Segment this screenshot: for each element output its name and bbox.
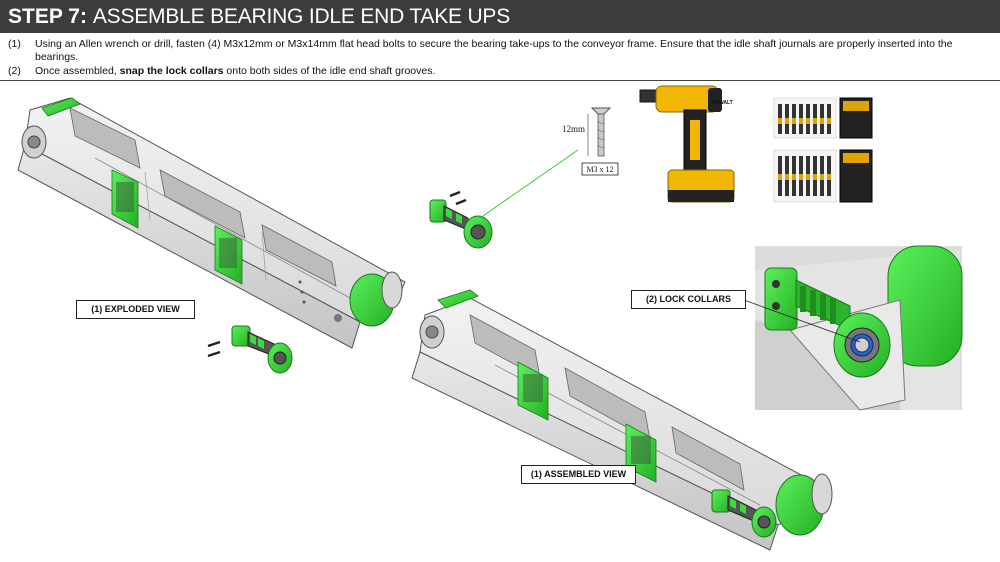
step-text: Using an Allen wrench or drill, fasten (… — [35, 38, 953, 63]
assembled-view-callout: (1) ASSEMBLED VIEW — [521, 465, 636, 484]
drill-image: DEWALT — [639, 85, 735, 203]
screw-size-label: M3 x 12 — [586, 165, 613, 174]
bit-set-image — [773, 97, 873, 203]
step-number: (1) — [8, 38, 21, 50]
page-title: STEP 7: ASSEMBLE BEARING IDLE END TAKE U… — [8, 4, 510, 29]
instruction-list: (1) Using an Allen wrench or drill, fast… — [8, 38, 993, 80]
assembled-conveyor — [411, 289, 833, 551]
drill-brand: DEWALT — [712, 100, 733, 106]
step-text-after: onto both sides of the idle end shaft gr… — [223, 65, 436, 77]
step-title: ASSEMBLE BEARING IDLE END TAKE UPS — [92, 5, 511, 28]
step-text-before: Once assembled, — [35, 65, 120, 77]
lock-collars-callout: (2) LOCK COLLARS — [631, 290, 746, 309]
exploded-take-up — [207, 325, 293, 374]
step-label: STEP 7: — [8, 5, 87, 28]
flat-head-screw: 12mm M3 x 12 — [562, 107, 619, 176]
exploded-view-callout: (1) EXPLODED VIEW — [76, 300, 195, 319]
floating-take-up — [429, 149, 579, 249]
screw-length-label: 12mm — [562, 124, 585, 134]
step-text-bold: snap the lock collars — [119, 65, 224, 77]
step-number: (2) — [8, 65, 21, 77]
instruction-step-1: (1) Using an Allen wrench or drill, fast… — [8, 38, 993, 63]
exploded-conveyor — [17, 97, 406, 349]
instruction-step-2: (2) Once assembled, snap the lock collar… — [8, 65, 993, 78]
green-leader-line — [479, 149, 579, 219]
header-bar: STEP 7: ASSEMBLE BEARING IDLE END TAKE U… — [0, 0, 1000, 33]
lock-collar-detail-inset — [743, 245, 963, 411]
header-divider — [0, 80, 1000, 81]
